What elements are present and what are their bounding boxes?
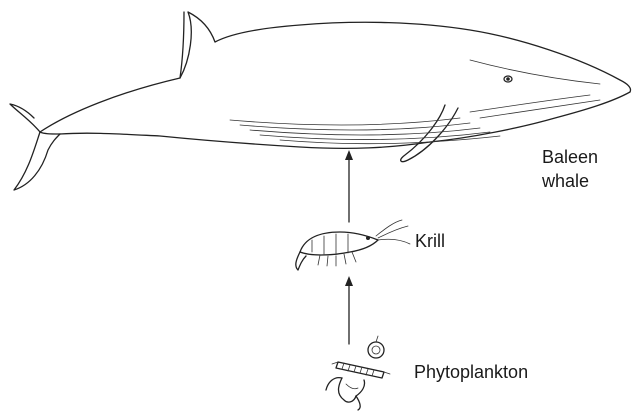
krill-icon: [296, 220, 410, 270]
phytoplankton-icon: [326, 336, 390, 410]
baleen-whale-label-line1: Baleen: [542, 147, 598, 167]
whale-icon: [10, 12, 631, 190]
baleen-whale-label: Baleen whale: [542, 145, 598, 194]
arrow-krill-to-whale: [345, 150, 353, 222]
krill-label: Krill: [415, 229, 445, 253]
arrow-phyto-to-krill: [345, 276, 353, 344]
phytoplankton-label: Phytoplankton: [414, 360, 528, 384]
baleen-whale-label-line2: whale: [542, 171, 589, 191]
